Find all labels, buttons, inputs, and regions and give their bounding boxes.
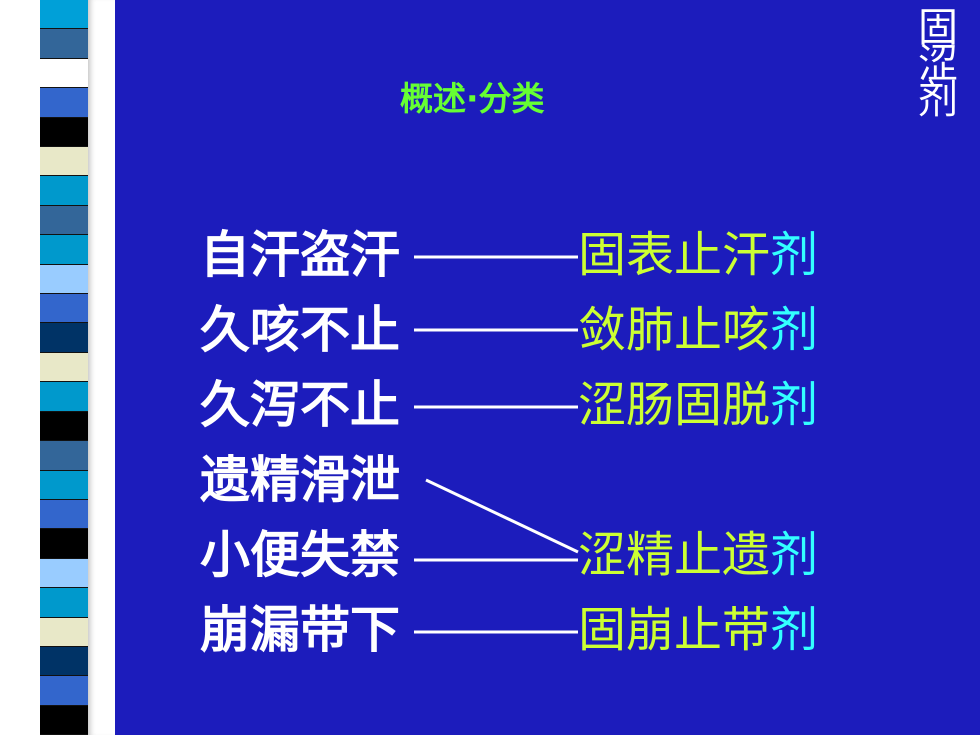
stripe-segment: [40, 29, 88, 59]
category-label: 固崩止带剂: [578, 602, 819, 658]
stripe-segment: [40, 323, 88, 353]
condition-label: 崩漏带下: [200, 601, 400, 659]
connector-line: [425, 478, 579, 554]
stripe-segment: [40, 676, 88, 706]
condition-label: 久泻不止: [200, 376, 400, 434]
stripe-segment: [40, 352, 88, 383]
stripe-segment: [40, 382, 88, 412]
stripe-segment: [40, 205, 88, 236]
stripe-segment: [40, 588, 88, 618]
stripe-segment: [40, 235, 88, 265]
condition-label: 小便失禁: [200, 526, 400, 584]
stripe-segment: [40, 147, 88, 177]
condition-label: 遗精滑泄: [200, 451, 400, 509]
stripe-pattern: [40, 0, 88, 735]
stripe-segment: [40, 558, 88, 589]
stripe-bar-edge: [88, 0, 115, 735]
stripe-segment: [40, 294, 88, 324]
stripe-segment: [40, 529, 88, 559]
stripe-segment: [40, 117, 88, 148]
slide-heading: 概述·分类: [400, 79, 545, 118]
stripe-segment: [40, 264, 88, 295]
stripe-segment: [40, 470, 88, 500]
category-label: 涩肠固脱剂: [578, 377, 819, 433]
stripe-segment: [40, 0, 88, 30]
category-label: 固表止汗剂: [578, 227, 819, 283]
condition-label: 久咳不止: [200, 301, 400, 359]
stripe-segment: [40, 705, 88, 735]
condition-label: 自汗盗汗: [200, 226, 400, 284]
stripe-segment: [40, 441, 88, 471]
stripe-segment: [40, 646, 88, 677]
category-label: 涩精止遗剂: [578, 527, 819, 583]
stripe-segment: [40, 58, 88, 89]
category-label: 敛肺止咳剂: [578, 302, 819, 358]
stripe-segment: [40, 617, 88, 647]
stripe-segment: [40, 499, 88, 530]
side-title: 固涩剂: [911, 6, 957, 114]
stripe-segment: [40, 411, 88, 442]
stripe-segment: [40, 88, 88, 118]
stripe-segment: [40, 176, 88, 206]
